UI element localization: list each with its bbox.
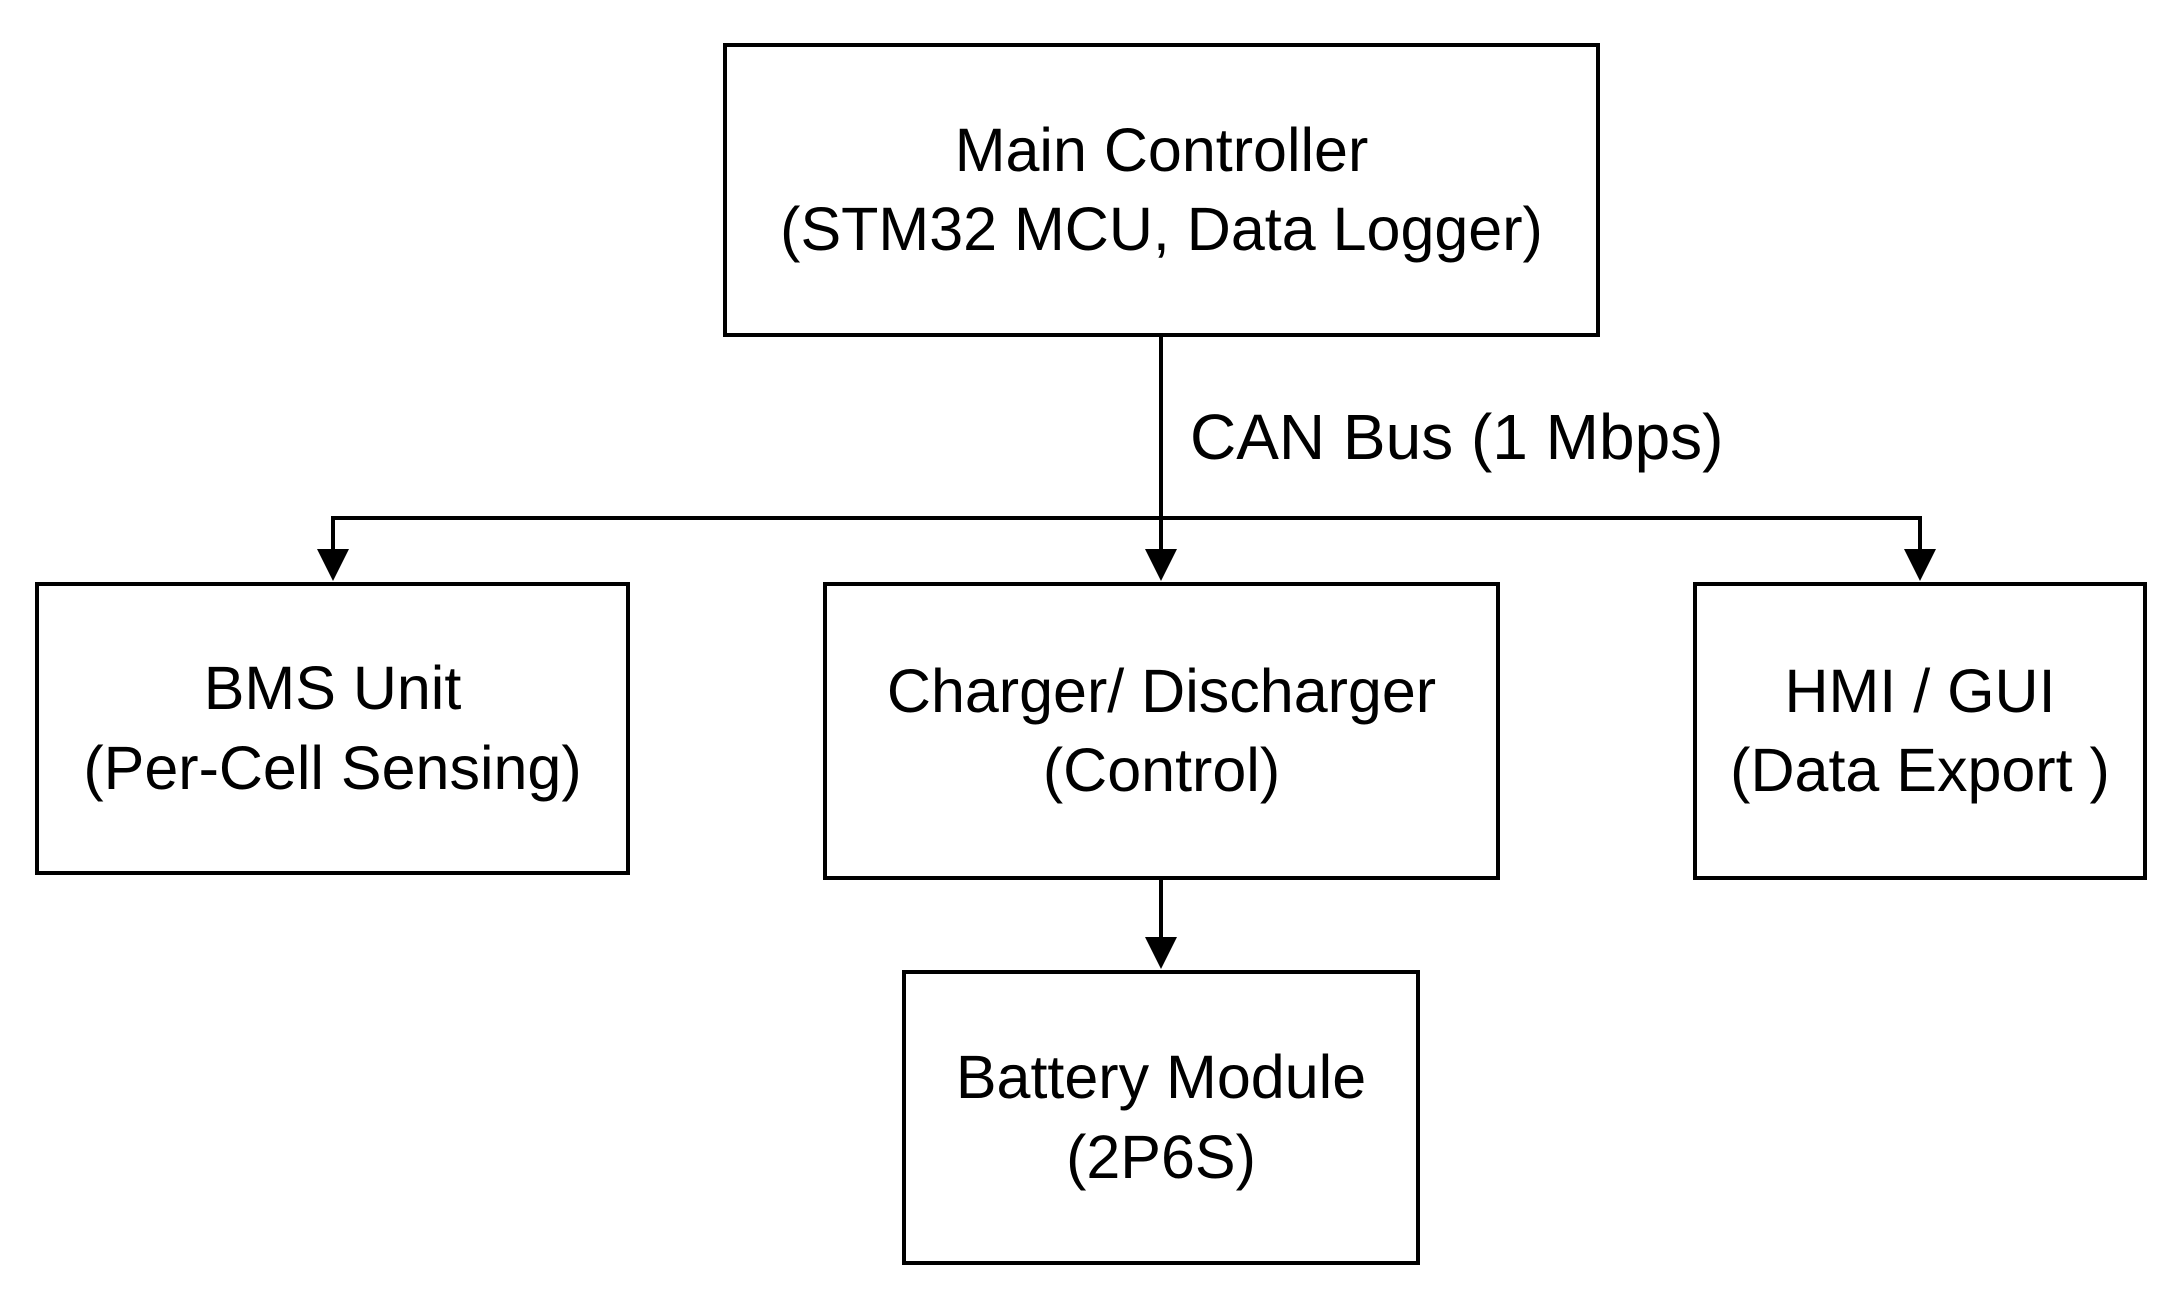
bms-unit-node: BMS Unit (Per-Cell Sensing)	[35, 582, 630, 875]
battery-module-node: Battery Module (2P6S)	[902, 970, 1420, 1265]
hmi-gui-title: HMI / GUI	[1784, 656, 2056, 725]
arrowhead-down-charger-icon	[1145, 549, 1177, 581]
arrowhead-down-hmi-icon	[1904, 549, 1936, 581]
bms-unit-title: BMS Unit	[203, 654, 462, 723]
charger-discharger-title: Charger/ Discharger	[886, 656, 1437, 725]
hmi-gui-node: HMI / GUI (Data Export )	[1693, 582, 2147, 880]
main-controller-subtitle: (STM32 MCU, Data Logger)	[780, 195, 1543, 263]
battery-module-title: Battery Module	[955, 1043, 1367, 1112]
main-controller-node: Main Controller (STM32 MCU, Data Logger)	[723, 43, 1600, 337]
charger-discharger-node: Charger/ Discharger (Control)	[823, 582, 1500, 880]
arrowhead-down-battery-icon	[1145, 937, 1177, 969]
arrowhead-down-bms-icon	[317, 549, 349, 581]
bms-unit-subtitle: (Per-Cell Sensing)	[83, 733, 582, 802]
main-controller-title: Main Controller	[954, 115, 1369, 184]
can-bus-label: CAN Bus (1 Mbps)	[1190, 401, 1724, 473]
hmi-gui-subtitle: (Data Export )	[1730, 736, 2110, 804]
battery-module-subtitle: (2P6S)	[1066, 1122, 1256, 1191]
charger-discharger-subtitle: (Control)	[1042, 736, 1281, 804]
